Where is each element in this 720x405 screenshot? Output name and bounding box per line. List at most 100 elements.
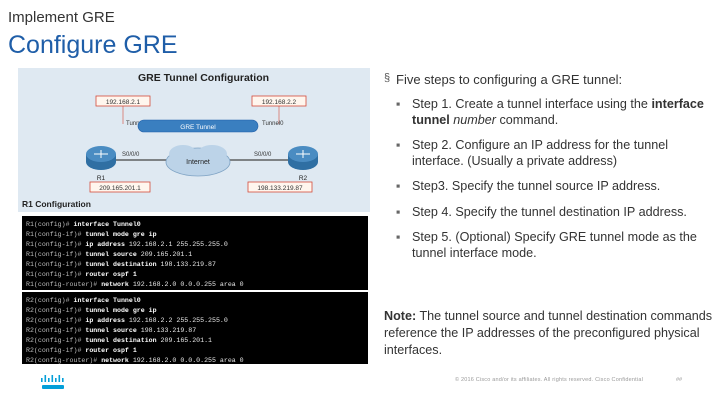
- config-label: R1 Configuration: [22, 199, 91, 209]
- r2-tunnel-if-label: Tunnel0: [262, 121, 284, 127]
- config-args: 192.168.2.2 255.255.255.0: [124, 317, 228, 324]
- config-line: R1(config-if)# router ospf 1: [26, 270, 364, 280]
- config-line: R1(config)# interface Tunnel0: [26, 220, 364, 230]
- step-1-command: interface tunnel: [412, 97, 704, 127]
- config-args: 192.168.2.1 255.255.255.0: [124, 241, 228, 248]
- internet-cloud-icon: Internet: [165, 145, 231, 177]
- r2-public-ip: 198.133.219.87: [257, 185, 303, 192]
- step-bullet-icon: ▪: [396, 138, 401, 152]
- config-line: R1(config-if)# tunnel mode gre ip: [26, 230, 364, 240]
- config-prompt: R1(config-router)#: [26, 281, 102, 288]
- r2-tunnel-ip-callout: 192.168.2.2: [251, 95, 307, 124]
- config-args: 192.168.2.0 0.0.0.255 area 0: [128, 357, 244, 364]
- lead-bullet-item: § Five steps to configuring a GRE tunnel…: [384, 72, 714, 87]
- config-args: 198.133.219.87: [156, 261, 216, 268]
- config-prompt: R1(config-if)#: [26, 241, 86, 248]
- note-label: Note:: [384, 309, 417, 323]
- lead-bullet-icon: §: [384, 72, 391, 84]
- config-prompt: R2(config-if)#: [26, 317, 86, 324]
- step-item: ▪ Step 5. (Optional) Specify GRE tunnel …: [384, 230, 714, 261]
- config-command: tunnel destination: [85, 337, 157, 344]
- config-command: tunnel source: [85, 327, 137, 334]
- config-args: 192.168.2.0 0.0.0.255 area 0: [128, 281, 244, 288]
- config-args: 209.165.201.1: [156, 337, 212, 344]
- step-bullet-icon: ▪: [396, 204, 401, 219]
- cisco-logo-icon: [41, 375, 64, 389]
- r2-router-icon: [288, 146, 318, 170]
- section-kicker: Implement GRE: [8, 9, 115, 26]
- r1-serial-label: S0/0/0: [122, 152, 140, 158]
- copyright-text: © 2016 Cisco and/or its affiliates. All …: [455, 377, 644, 383]
- config-args: 209.165.201.1: [136, 251, 193, 258]
- config-line: R1(config-router)# network 192.168.2.0 0…: [26, 280, 364, 290]
- config-prompt: R1(config)#: [26, 221, 74, 228]
- cloud-label: Internet: [186, 159, 210, 166]
- slide-title: Configure GRE: [8, 31, 178, 59]
- step-4-text: Step 4. Specify the tunnel destination I…: [412, 204, 687, 219]
- config-line: R2(config)# interface Tunnel0: [26, 296, 364, 306]
- gre-figure: GRE Tunnel Configuration 192.168.2.1 192…: [18, 68, 370, 368]
- step-5-text: Step 5. (Optional) Specify GRE tunnel mo…: [412, 230, 697, 260]
- step-item: ▪ Step 2. Configure an IP address for th…: [384, 138, 714, 169]
- config-line: R2(config-if)# router ospf 1: [26, 346, 364, 356]
- config-command: router ospf 1: [85, 347, 137, 354]
- slide-footer: © 2016 Cisco and/or its affiliates. All …: [0, 372, 720, 405]
- config-line: R2(config-router)# network 192.168.2.0 0…: [26, 356, 364, 364]
- config-line: R2(config-if)# tunnel source 198.133.219…: [26, 326, 364, 336]
- note-paragraph: Note: The tunnel source and tunnel desti…: [384, 308, 714, 359]
- config-prompt: R1(config-if)#: [26, 251, 86, 258]
- config-prompt: R1(config-if)#: [26, 231, 86, 238]
- config-command: interface Tunnel0: [73, 297, 141, 304]
- tunnel-label: GRE Tunnel: [180, 124, 216, 131]
- step-1-arg: number: [449, 112, 496, 127]
- config-line: R1(config-if)# tunnel destination 198.13…: [26, 260, 364, 270]
- step-bullet-icon: ▪: [396, 179, 401, 193]
- step-item: ▪ Step 1. Create a tunnel interface usin…: [384, 97, 714, 128]
- r1-tunnel-ip-callout: 192.168.2.1: [95, 95, 151, 124]
- r1-name: R1: [97, 175, 106, 182]
- gre-tunnel: GRE Tunnel: [137, 119, 259, 133]
- config-prompt: R2(config-if)#: [26, 347, 86, 354]
- config-prompt: R2(config-if)#: [26, 327, 86, 334]
- config-args: 198.133.219.87: [136, 327, 197, 334]
- lead-text: Five steps to configuring a GRE tunnel:: [396, 72, 623, 87]
- r2-tunnel-ip: 192.168.2.2: [262, 99, 297, 106]
- steps-list: ▪ Step 1. Create a tunnel interface usin…: [384, 97, 714, 261]
- slide-header: Implement GRE Configure GRE: [0, 0, 720, 66]
- config-command: tunnel mode gre ip: [85, 231, 157, 238]
- steps-content: § Five steps to configuring a GRE tunnel…: [384, 72, 714, 271]
- config-prompt: R2(config)#: [26, 297, 74, 304]
- note-text: The tunnel source and tunnel destination…: [384, 309, 713, 357]
- step-bullet-icon: ▪: [396, 97, 401, 111]
- topology-diagram: 192.168.2.1 192.168.2.2 Tunnel0 Tunnel0 …: [86, 95, 318, 193]
- config-command: tunnel mode gre ip: [85, 307, 157, 314]
- page-number: ##: [676, 377, 683, 383]
- topology-panel: GRE Tunnel Configuration 192.168.2.1 192…: [18, 68, 370, 212]
- config-command: network: [101, 281, 129, 288]
- config-line: R2(config-if)# tunnel mode gre ip: [26, 306, 364, 316]
- step-3-text: Step3. Specify the tunnel source IP addr…: [412, 179, 661, 193]
- r1-public-ip-callout: 209.165.201.1: [89, 181, 151, 193]
- r1-tunnel-if-label: Tunnel0: [126, 121, 148, 127]
- config-command: tunnel destination: [85, 261, 157, 268]
- r2-name: R2: [299, 175, 308, 182]
- config-command: ip address: [85, 317, 125, 324]
- config-command: network: [101, 357, 129, 364]
- step-item: ▪ Step 4. Specify the tunnel destination…: [384, 205, 714, 221]
- step-item: ▪ Step3. Specify the tunnel source IP ad…: [384, 179, 714, 195]
- config-command: router ospf 1: [85, 271, 137, 278]
- r1-tunnel-ip: 192.168.2.1: [106, 99, 141, 106]
- r2-serial-label: S0/0/0: [254, 152, 272, 158]
- config-line: R1(config-if)# tunnel source 209.165.201…: [26, 250, 364, 260]
- config-prompt: R1(config-if)#: [26, 261, 86, 268]
- config-prompt: R2(config-if)#: [26, 337, 86, 344]
- config-line: R2(config-if)# ip address 192.168.2.2 25…: [26, 316, 364, 326]
- step-1-tail: command.: [495, 112, 559, 127]
- config-prompt: R2(config-if)#: [26, 307, 86, 314]
- config-command: tunnel source: [85, 251, 137, 258]
- figure-title: GRE Tunnel Configuration: [138, 72, 270, 84]
- r1-public-ip: 209.165.201.1: [99, 185, 141, 192]
- step-bullet-icon: ▪: [396, 230, 401, 244]
